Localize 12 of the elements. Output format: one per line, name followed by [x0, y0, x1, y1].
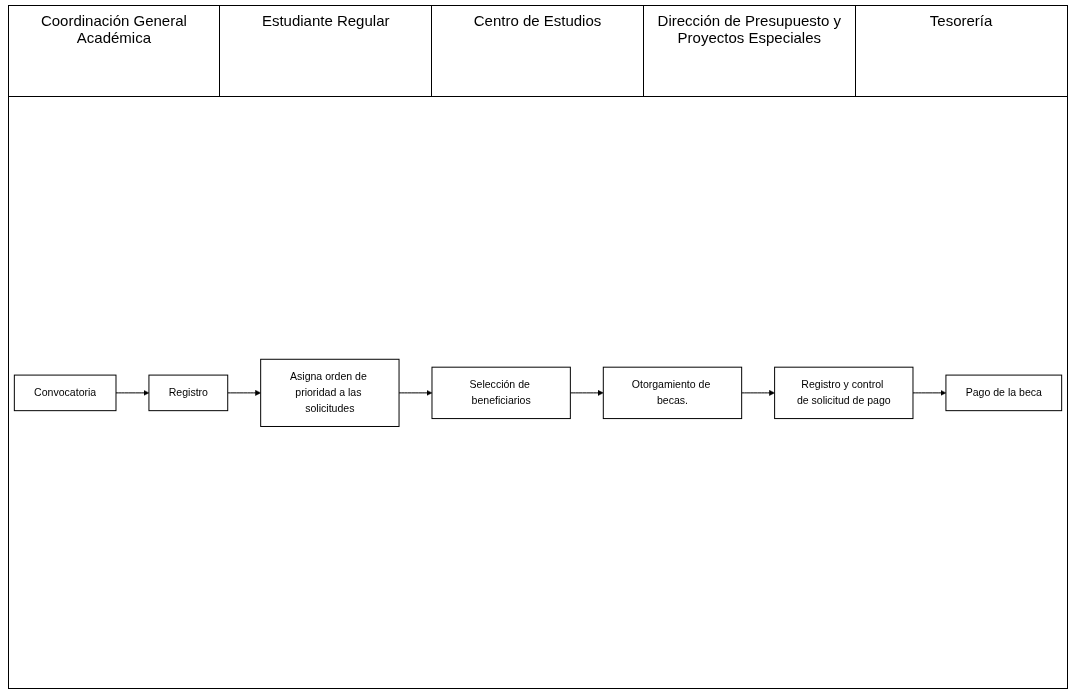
node-box: Convocatoria [13, 374, 116, 411]
node-box: Otorgamiento de becas. [602, 366, 742, 419]
column-header: Dirección de Presupuesto y Proyectos Especiales [643, 6, 856, 96]
column-header: Tesorería [928, 11, 994, 31]
node-box: Registro y control de solicitud de pago [773, 366, 913, 419]
node-box: Registro [147, 374, 228, 411]
column-header: Coordinación General Académica [8, 6, 221, 96]
column-header: Centro de Estudios [432, 6, 644, 96]
node-box: Pago de la beca [944, 374, 1062, 411]
node-box: Selección de beneficiarios [431, 366, 571, 419]
node-box: Asigna orden de prioridad a las solicitudes [259, 358, 400, 427]
column-header: Estudiante Regular [220, 6, 433, 96]
